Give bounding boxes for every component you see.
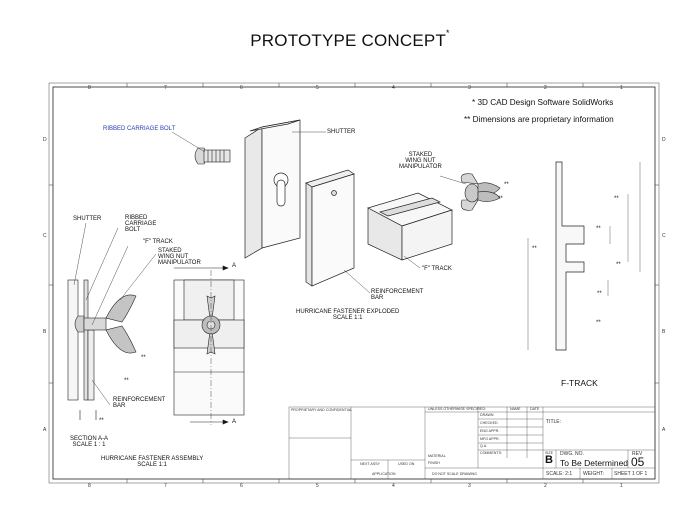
- zone-col-2: 2: [544, 85, 547, 91]
- zone-col-6: 6: [240, 85, 243, 91]
- leader-lines: [73, 131, 467, 406]
- dim-marker: **: [99, 418, 104, 424]
- label-ribbed-bolt-section: RIBBED CARRIAGE BOLT: [125, 215, 157, 233]
- tb-name: NAME: [510, 407, 521, 411]
- tb-dwg-label: DWG. NO.: [560, 451, 584, 457]
- dim-marker: **: [504, 182, 509, 188]
- label-f-track: "F" TRACK: [422, 266, 452, 272]
- tb-weight: WEIGHT:: [583, 471, 604, 477]
- dim-marker: **: [124, 378, 129, 384]
- zone-ticks: [49, 83, 659, 483]
- zone-col-4-bottom: 4: [392, 483, 395, 489]
- wing-nut-part: [460, 173, 501, 211]
- tb-unless: UNLESS OTHERWISE SPECIFIED:: [428, 407, 487, 411]
- reinforcement-bar-part: [305, 169, 355, 287]
- zone-col-3: 3: [468, 85, 471, 91]
- tb-size: B: [545, 454, 553, 466]
- label-staked-section: STAKED WING NUT MANIPULATOR: [158, 248, 201, 266]
- shutter-part: [244, 119, 301, 259]
- zone-row-a: A: [43, 427, 47, 433]
- label-ribbed-carriage-bolt: RIBBED CARRIAGE BOLT: [103, 126, 176, 132]
- dim-marker: **: [614, 196, 619, 202]
- tb-finish: FINISH: [428, 461, 440, 465]
- f-track-part: [367, 192, 453, 261]
- page-title-text: PROTOTYPE CONCEPT: [250, 31, 447, 50]
- zone-col-8: 8: [88, 85, 91, 91]
- section-mark-a-bottom: A: [232, 419, 237, 425]
- caption-section-aa: SECTION A-A SCALE 1 : 1: [70, 436, 109, 448]
- zone-row-b-right: B: [662, 329, 666, 335]
- tb-proprietary: PROPRIETARY AND CONFIDENTIAL: [291, 408, 353, 412]
- zone-col-4: 4: [392, 85, 395, 91]
- zone-row-a-right: A: [662, 427, 666, 433]
- page-title-footnote-mark: *: [446, 28, 450, 38]
- tb-rev: 05: [631, 455, 645, 469]
- zone-row-c-right: C: [662, 233, 666, 239]
- tb-comments: COMMENTS:: [480, 451, 502, 455]
- ribbed-carriage-bolt-part: [194, 147, 231, 165]
- dim-marker: **: [597, 291, 602, 297]
- label-reinforcement-bar: REINFORCEMENT BAR: [371, 289, 424, 301]
- tb-scale: SCALE: 2:1: [546, 471, 573, 477]
- dim-marker: **: [532, 246, 537, 252]
- zone-col-3-bottom: 3: [468, 483, 471, 489]
- zone-col-7: 7: [164, 85, 167, 91]
- tb-do-not-scale: DO NOT SCALE DRAWING: [432, 472, 477, 476]
- zone-col-6-bottom: 6: [240, 483, 243, 489]
- zone-row-b: B: [43, 329, 47, 335]
- section-mark-a-top: A: [232, 263, 237, 269]
- tb-title-label: TITLE:: [546, 419, 562, 425]
- label-reinforcement-section: REINFORCEMENT BAR: [113, 397, 166, 409]
- tb-drawn: DRAWN: [480, 413, 494, 417]
- zone-row-d: D: [43, 137, 47, 143]
- tb-dwg-no: To Be Determined: [560, 458, 629, 468]
- title-block-lines: [288, 406, 656, 480]
- f-track-profile-view: [527, 161, 641, 351]
- label-shutter-section: SHUTTER: [73, 216, 102, 222]
- zone-col-1: 1: [620, 85, 623, 91]
- caption-exploded: HURRICANE FASTENER EXPLODED SCALE 1:1: [296, 309, 400, 321]
- zone-col-1-bottom: 1: [620, 483, 623, 489]
- tb-rev-label: REV: [632, 451, 643, 457]
- zone-row-d-right: D: [662, 137, 666, 143]
- dim-marker: **: [498, 196, 503, 202]
- zone-col-5: 5: [316, 85, 319, 91]
- tb-checked: CHECKED: [480, 421, 498, 425]
- note-cad-software: * 3D CAD Design Software SolidWorks: [472, 98, 614, 107]
- section-aa-view: [67, 279, 137, 420]
- dim-marker: **: [596, 226, 601, 232]
- tb-sheet: SHEET 1 OF 1: [614, 471, 648, 477]
- label-staked-wing-nut: STAKED WING NUT MANIPULATOR: [399, 152, 442, 170]
- tb-eng-appr: ENG APPR.: [480, 429, 500, 433]
- assembly-front-view: [173, 265, 245, 425]
- note-dimensions: ** Dimensions are proprietary informatio…: [464, 115, 614, 124]
- label-shutter: SHUTTER: [327, 129, 356, 135]
- dim-marker: **: [141, 355, 146, 361]
- tb-used-on: USED ON: [398, 462, 415, 466]
- tb-next-assy: NEXT ASSY: [360, 462, 380, 466]
- page-title: PROTOTYPE CONCEPT*: [0, 29, 700, 50]
- tb-size-label: SIZE: [545, 451, 553, 455]
- dim-marker: **: [596, 320, 601, 326]
- sheet-border: [48, 82, 660, 484]
- caption-assembly: HURRICANE FASTENER ASSEMBLY SCALE 1:1: [101, 456, 204, 468]
- tb-date: DATE: [530, 407, 540, 411]
- zone-col-2-bottom: 2: [544, 483, 547, 489]
- tb-qa: Q.A.: [480, 444, 488, 448]
- zone-row-c: C: [43, 233, 47, 239]
- zone-col-5-bottom: 5: [316, 483, 319, 489]
- label-f-track-view: F-TRACK: [561, 378, 598, 388]
- tb-application: APPLICATION: [372, 472, 396, 476]
- label-f-track-section: "F" TRACK: [143, 239, 173, 245]
- zone-col-7-bottom: 7: [164, 483, 167, 489]
- dim-marker: **: [616, 262, 621, 268]
- tb-mfg-appr: MFG APPR.: [480, 437, 500, 441]
- zone-col-8-bottom: 8: [88, 483, 91, 489]
- tb-material: MATERIAL: [428, 454, 446, 458]
